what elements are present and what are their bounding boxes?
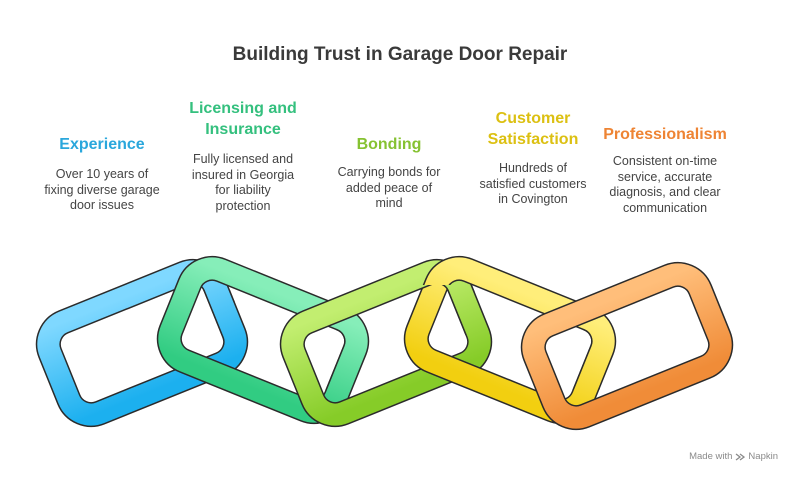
column-title-line: Customer	[495, 110, 571, 127]
column-description: Fully licensed and insured in Georgia fo…	[168, 152, 318, 214]
column-description: Over 10 years of fixing diverse garage d…	[27, 167, 177, 214]
chain-link-customer-satisfaction	[403, 255, 617, 425]
column-title: Experience	[27, 134, 177, 155]
column-title: Customer Satisfaction	[458, 108, 608, 150]
chain-link-experience	[35, 258, 249, 428]
chain-link-overlap	[175, 290, 235, 340]
description-line: insured in Georgia	[191, 167, 295, 182]
column-title-line: Satisfaction	[487, 131, 579, 148]
description-line: Hundreds of	[498, 161, 568, 175]
description-line: Over 10 years of	[55, 167, 149, 181]
column-licensing-insurance: Licensing and Insurance Fully licensed a…	[168, 98, 318, 214]
column-bonding: Bonding Carrying bonds for added peace o…	[314, 134, 464, 212]
chain-link-overlap	[420, 285, 475, 335]
column-title-line: Licensing and	[189, 100, 297, 117]
description-line: Carrying bonds for	[337, 165, 441, 179]
description-line: for liability	[215, 183, 271, 197]
description-line: service, accurate	[617, 169, 713, 184]
column-title-line: Bonding	[356, 136, 422, 153]
column-title-line: Experience	[59, 136, 145, 153]
description-line: in Covington	[498, 192, 568, 206]
column-title-line: Professionalism	[603, 126, 727, 143]
column-description: Hundreds of satisfied customers in Covin…	[458, 161, 608, 208]
description-line: Consistent on-time	[612, 154, 718, 168]
chain-link-overlap	[300, 330, 350, 390]
description-line: communication	[622, 200, 708, 215]
description-line: protection	[215, 198, 271, 213]
description-line: added peace of	[345, 180, 433, 195]
column-title: Licensing and Insurance	[168, 98, 318, 140]
column-description: Carrying bonds for added peace of mind	[314, 165, 464, 212]
column-title: Professionalism	[590, 124, 740, 145]
column-title-line: Insurance	[205, 121, 281, 138]
napkin-logo-icon	[736, 452, 746, 461]
column-description: Consistent on-time service, accurate dia…	[590, 154, 740, 216]
description-line: mind	[375, 196, 403, 210]
chain-link-professionalism	[520, 261, 734, 431]
description-line: fixing diverse garage	[44, 182, 160, 197]
description-line: diagnosis, and clear	[609, 185, 721, 199]
credit-prefix: Made with	[689, 451, 733, 462]
diagram-title: Building Trust in Garage Door Repair	[232, 44, 568, 65]
column-title: Bonding	[314, 134, 464, 155]
credit-brand: Napkin	[748, 451, 778, 462]
description-line: satisfied customers	[479, 176, 587, 191]
column-professionalism: Professionalism Consistent on-time servi…	[590, 124, 740, 216]
chain-link-licensing-insurance	[156, 255, 370, 425]
description-line: door issues	[70, 198, 134, 212]
made-with-credit[interactable]: Made with Napkin	[689, 451, 778, 462]
column-experience: Experience Over 10 years of fixing diver…	[27, 134, 177, 214]
column-customer-satisfaction: Customer Satisfaction Hundreds of satisf…	[458, 108, 608, 208]
chain-link-overlap	[545, 330, 600, 390]
description-line: Fully licensed and	[192, 152, 294, 166]
